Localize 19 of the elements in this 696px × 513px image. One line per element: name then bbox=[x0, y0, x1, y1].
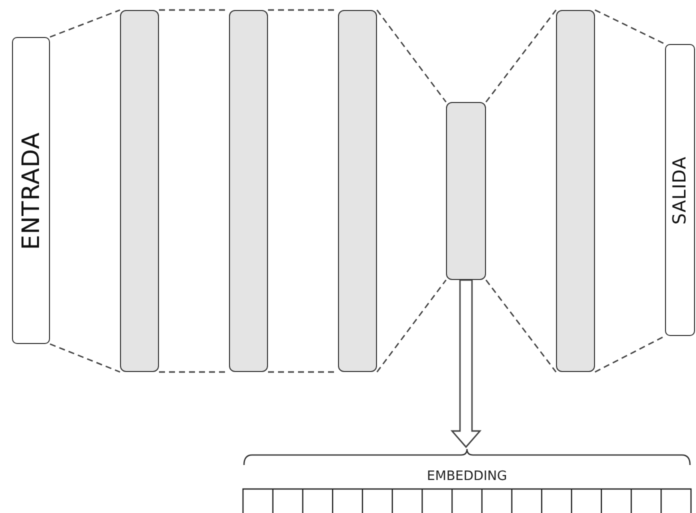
layer-bar bbox=[338, 10, 377, 372]
dashed-connector bbox=[376, 280, 447, 372]
layer-bar bbox=[229, 10, 268, 372]
rotated-label: ENTRADA bbox=[17, 132, 45, 250]
layer-bar bbox=[120, 10, 159, 372]
dashed-connector bbox=[50, 343, 120, 373]
layer-bar bbox=[556, 10, 595, 372]
layer-bar bbox=[446, 102, 486, 280]
dashed-connector bbox=[50, 9, 120, 38]
dashed-connector bbox=[485, 280, 557, 372]
dashed-connector bbox=[594, 9, 666, 45]
dashed-connector bbox=[376, 10, 447, 102]
rotated-label: SALIDA bbox=[670, 156, 690, 224]
hollow-arrow bbox=[450, 279, 482, 448]
dashed-connector bbox=[594, 335, 666, 373]
io-box bbox=[665, 44, 695, 336]
io-box bbox=[12, 37, 50, 344]
vector-label: EMBEDDING bbox=[426, 469, 508, 484]
dashed-connector bbox=[485, 10, 557, 102]
